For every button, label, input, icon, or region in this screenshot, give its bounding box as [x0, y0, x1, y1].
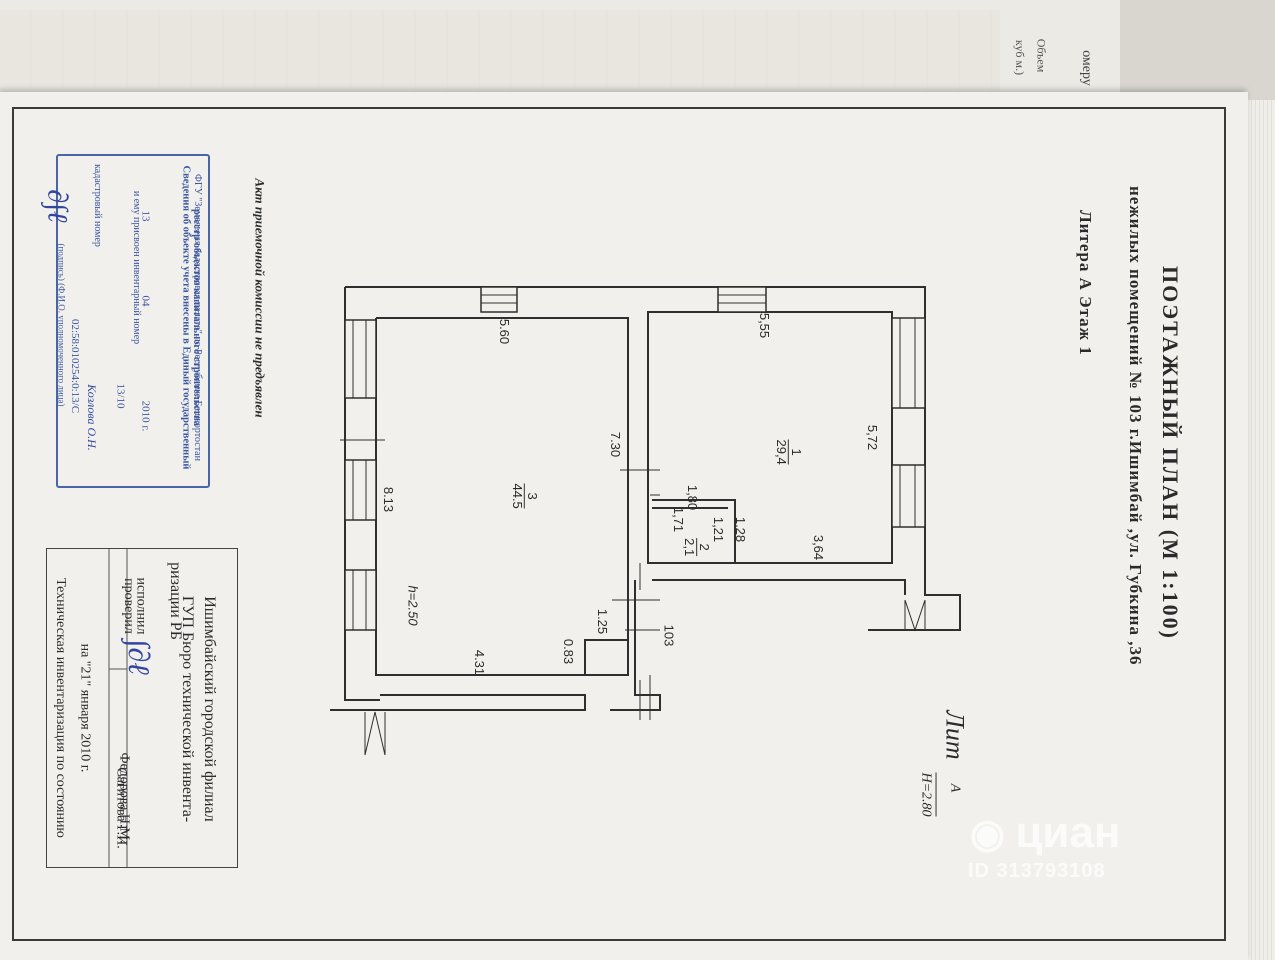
window-left-2 [344, 459, 377, 521]
watermark-id: ID 313793108 [968, 860, 1106, 882]
stamp-signature-caption: (подпись) (Ф.И.О. уполномоченного лица) [56, 243, 67, 407]
back-page-ruling [0, 10, 1000, 90]
org-block-grid [108, 549, 128, 867]
corridor-wall [652, 579, 906, 595]
dimension-1-80: 1,80 [685, 484, 701, 511]
dimension-5-60: 5.60 [497, 318, 513, 345]
dimension-5-55: 5,55 [757, 312, 773, 339]
lower-wall [330, 694, 586, 711]
window-right-1 [891, 317, 926, 409]
inventory-line-1: Техническая инвентаризация по состоянию [52, 578, 68, 838]
room-2-area: 2,1 [682, 538, 698, 557]
window-right-2 [891, 464, 926, 528]
room-3-area: 44.5 [510, 483, 526, 509]
dimension-1-21: 1,21 [711, 516, 727, 543]
dimension-4-31: 4.31 [472, 649, 488, 676]
registration-stamp [56, 154, 210, 488]
executor-signature: ∫∂ℓ [121, 639, 155, 675]
window-left-3 [344, 569, 377, 631]
corridor-wall-2 [610, 580, 661, 711]
room-2-label: 2 2,1 [682, 538, 713, 557]
stamp-line-2: Сведения об объекте учета внесены в Един… [180, 165, 192, 470]
window-top-left [480, 286, 518, 313]
dimension-height: h=2.50 [405, 585, 421, 626]
dimension-1-71: 1,71 [671, 506, 687, 533]
outer-wall [345, 286, 961, 631]
act-note: Акт приемочной комиссии не предъявлен [252, 178, 268, 418]
room-2-number: 2 [697, 543, 713, 551]
lit-fraction-top: А [947, 783, 963, 793]
org-line-1: Ишимбайский городской филиал [200, 596, 218, 822]
window-top-right [717, 286, 767, 313]
dimension-7-30: 7.30 [608, 431, 624, 458]
organization-block [46, 548, 238, 868]
inner-boundary-room3 [375, 317, 629, 676]
plan-title: ПОЭТАЖНЫЙ ПЛАН (М 1:100) [1158, 266, 1183, 640]
dimension-3-64: 3,64 [811, 534, 827, 561]
org-line-3: ризации РБ [166, 562, 184, 640]
stamp-date-year: 2010 г. [139, 400, 152, 432]
stamp-line-3: реестр объектов капитального строительст… [191, 208, 203, 427]
inner-boundary-room1 [647, 311, 893, 564]
dimension-1-28: 1,28 [733, 516, 749, 543]
checker-role: проверил [120, 578, 136, 634]
page-frame [12, 107, 1226, 941]
dimension-1-25: 1.25 [595, 608, 611, 635]
room-1-label: 1 29,4 [774, 439, 804, 465]
dimension-5-72: 5,72 [865, 424, 881, 451]
outer-wall-lower [344, 287, 380, 701]
back-page [0, 0, 1120, 101]
dimension-8-13: 8.13 [381, 486, 397, 513]
stamp-signature: ∂∫ℓ [41, 189, 73, 223]
watermark-logo-icon: ◉ [970, 812, 1005, 856]
dimension-103: 103 [661, 624, 677, 647]
page-stack-edge [1248, 100, 1275, 960]
inventory-line-2: на "21" января 2010 г. [77, 643, 93, 773]
plan-subtitle: нежилых помещений № 103 г.Ишимбай ,ул. Г… [1126, 186, 1145, 666]
watermark-brand-text: циан [1015, 808, 1121, 857]
watermark-brand: ◉ циан [970, 808, 1121, 858]
stamp-cadastral-number: 02:58:010254:0:13/С [69, 318, 82, 414]
room2-partition [652, 499, 736, 563]
room-3-label: 3 44.5 [510, 483, 540, 509]
room-3-number: 3 [524, 492, 540, 500]
stamp-inventory-label: и ему присвоен инвентарный номер [131, 190, 143, 345]
lit-fraction-bottom: H=2.80 [917, 772, 937, 817]
stamp-inventory-number: 13/10 [114, 383, 127, 409]
stamp-cadastral-label: кадастровый номер [91, 164, 103, 247]
entrance-door-right [904, 599, 926, 632]
room-1-number: 1 [788, 448, 804, 456]
room-1-area: 29,4 [774, 439, 790, 465]
dimension-0-83: 0.83 [561, 638, 577, 665]
lit-label: Лит [940, 710, 970, 760]
window-left-1 [344, 319, 377, 399]
stamp-signer: Козлова О.Н. [84, 384, 99, 451]
entrance-door-lower [364, 711, 386, 756]
checker-name: Сагитова Г.И. [113, 767, 129, 849]
litera-floor: Литера А Этаж 1 [1076, 210, 1095, 356]
